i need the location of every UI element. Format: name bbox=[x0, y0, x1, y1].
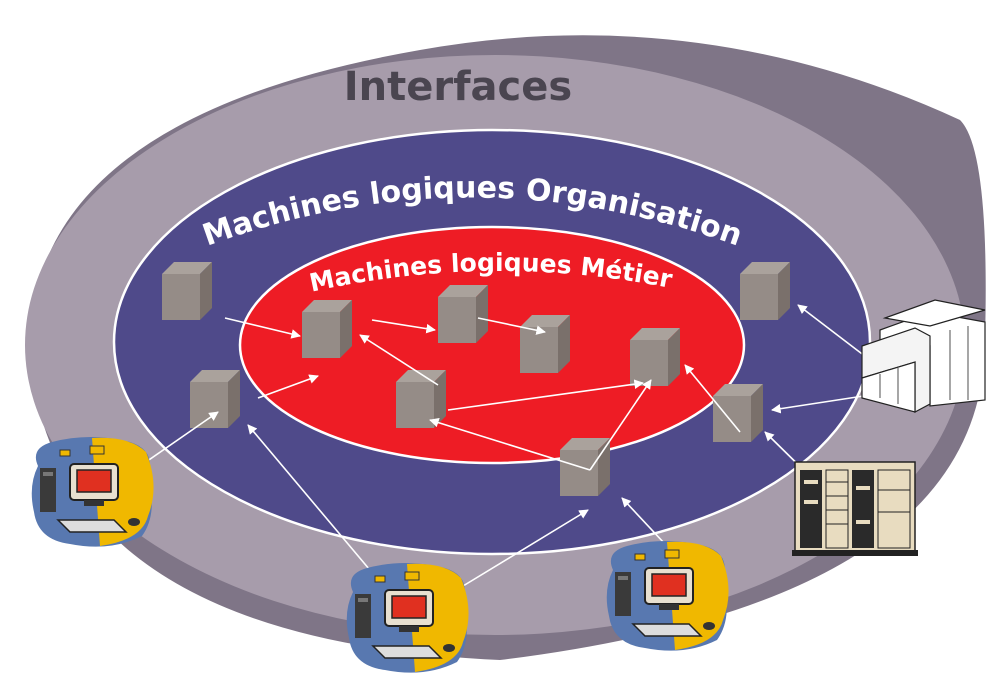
workstation-bottom-right bbox=[605, 540, 730, 652]
cube-6 bbox=[740, 262, 790, 320]
cube-5 bbox=[630, 328, 680, 386]
interfaces-label: Interfaces bbox=[344, 64, 572, 110]
inner-ring-metier bbox=[238, 225, 746, 465]
cube-3 bbox=[438, 285, 488, 343]
arrow bbox=[589, 379, 652, 471]
cube-9 bbox=[713, 384, 763, 442]
cube-7 bbox=[190, 370, 240, 428]
arrow bbox=[684, 364, 741, 433]
arrow bbox=[247, 424, 381, 583]
mainframe-icon bbox=[861, 299, 986, 413]
arrow bbox=[429, 417, 591, 471]
server-rack-icon bbox=[792, 461, 918, 556]
arrow bbox=[447, 379, 644, 411]
cube-4 bbox=[520, 315, 570, 373]
arrow bbox=[224, 317, 301, 339]
arrow bbox=[359, 334, 439, 386]
cube-8 bbox=[396, 370, 446, 428]
workstation-left bbox=[30, 436, 155, 548]
arrow bbox=[771, 394, 871, 414]
arrow bbox=[797, 304, 871, 361]
arrow bbox=[371, 319, 436, 334]
arrow bbox=[439, 509, 589, 601]
arrow bbox=[477, 317, 546, 335]
arrow bbox=[257, 374, 319, 399]
cube-1 bbox=[162, 262, 212, 320]
cube-2 bbox=[302, 300, 352, 358]
workstation-bottom-center bbox=[345, 562, 470, 674]
cube-10 bbox=[560, 438, 610, 496]
